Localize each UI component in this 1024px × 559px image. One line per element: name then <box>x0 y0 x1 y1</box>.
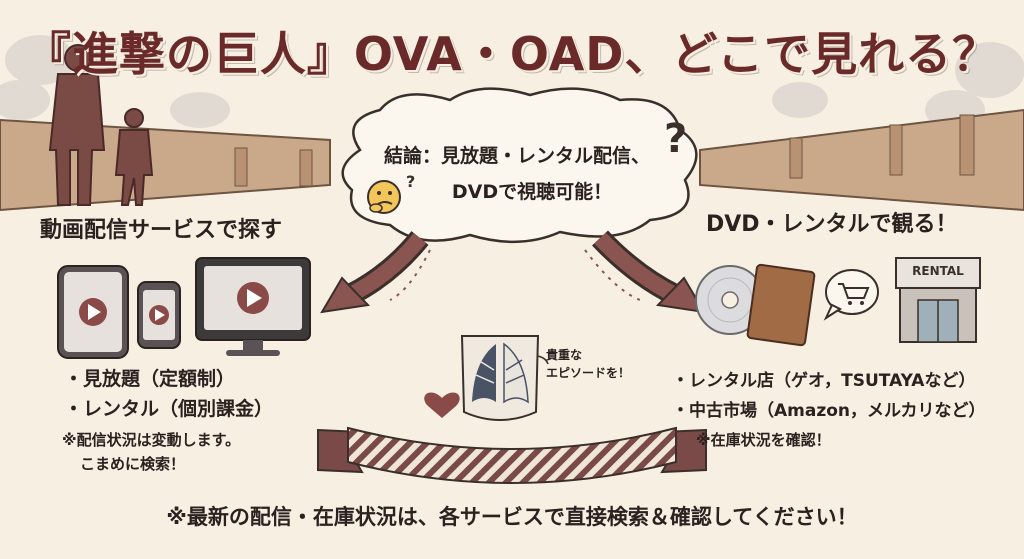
list-item: ・中古市場（Amazon，メルカリなど） <box>672 401 986 421</box>
wall-right <box>699 108 1024 212</box>
arrow-right <box>592 230 706 314</box>
dvd-note: ※在庫状況を確認！ <box>696 431 831 449</box>
conclusion-line-2: DVDで視聴可能！ <box>451 181 613 203</box>
dvd-rental-heading: DVD・レンタルで観る！ <box>706 212 958 237</box>
emblem-note-line-2: エピソードを！ <box>546 366 631 380</box>
streaming-note-line-2: こまめに検索！ <box>80 455 186 473</box>
streaming-heading: 動画配信サービスで探す <box>40 218 283 243</box>
striped-ribbon <box>317 426 707 484</box>
list-item: ・見放題（定額制） <box>64 368 236 390</box>
precious-episode-note: 貴重な エピソードを！ <box>546 346 630 382</box>
heart-icon <box>424 392 460 418</box>
page-title: 『進撃の巨人』OVA・OAD、どこで見れる？ <box>24 27 1000 81</box>
arrow-left <box>320 230 429 314</box>
footer-notice: ※最新の配信・在庫状況は、各サービスで直接検索＆確認してください！ <box>166 505 858 529</box>
conclusion-bubble-text: 結論：見放題・レンタル配信、 DVDで視聴可能！ <box>352 138 682 210</box>
streaming-note-line-1: ※配信状況は変動します。 <box>62 431 241 449</box>
monitor-icon <box>195 257 311 356</box>
thinking-face-icon <box>367 180 401 214</box>
emblem-note-line-1: 貴重な <box>546 348 583 362</box>
titan-silhouettes <box>48 44 154 206</box>
list-item: ・レンタル（個別課金） <box>64 398 274 420</box>
smartphone-icon <box>137 281 181 349</box>
question-mark-small: ? <box>406 172 416 191</box>
rental-sign-text: RENTAL <box>912 264 964 278</box>
wings-emblem-icon <box>460 335 540 421</box>
dvd-case-icon <box>746 263 816 347</box>
streaming-note: ※配信状況は変動します。 こまめに検索！ <box>62 428 240 476</box>
conclusion-line-1: 結論：見放題・レンタル配信、 <box>383 145 650 167</box>
list-item: ・レンタル店（ゲオ，TSUTAYAなど） <box>672 371 976 391</box>
speech-cloud <box>341 87 698 243</box>
streaming-options-list: ・見放題（定額制） ・レンタル（個別課金） <box>64 364 273 424</box>
dvd-options-list: ・レンタル店（ゲオ，TSUTAYAなど） ・中古市場（Amazon，メルカリなど… <box>672 366 986 426</box>
rental-store-icon <box>895 257 981 343</box>
smoke-left <box>0 35 230 128</box>
question-mark-big: ? <box>664 116 688 162</box>
wall-left <box>0 118 331 212</box>
shopping-cart-bubble <box>823 269 879 321</box>
tablet-icon <box>57 265 129 359</box>
